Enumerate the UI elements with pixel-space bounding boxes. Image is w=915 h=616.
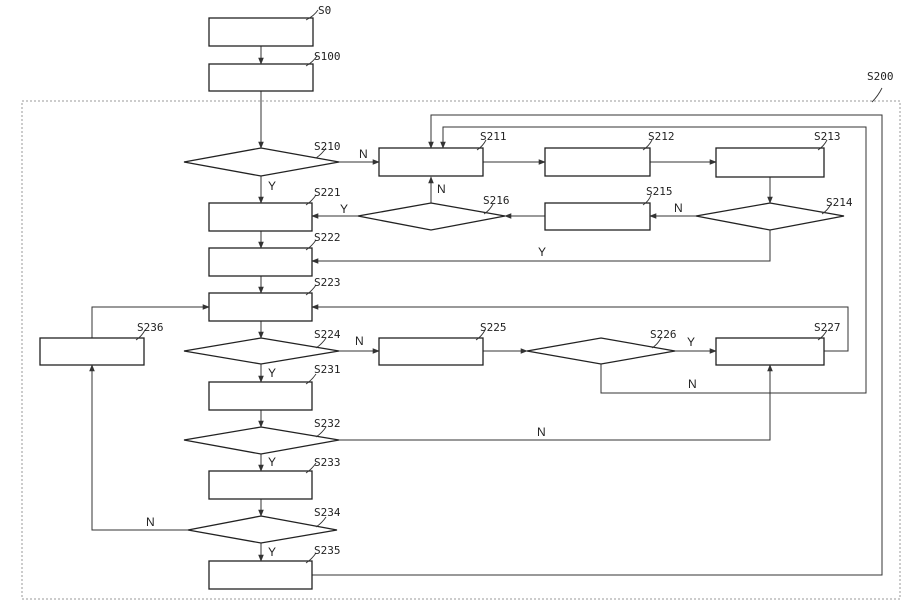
branch-s216-no: N — [437, 182, 446, 196]
diamond-s234 — [188, 516, 337, 543]
box-s235 — [209, 561, 312, 589]
label-s233: S233 — [314, 456, 341, 469]
label-s212: S212 — [648, 130, 675, 143]
branch-s234-no: N — [146, 515, 155, 529]
label-s100: S100 — [314, 50, 341, 63]
box-s0 — [209, 18, 313, 46]
branch-s214-no: N — [674, 201, 683, 215]
box-s236 — [40, 338, 144, 365]
box-s212 — [545, 148, 650, 176]
branch-s224-no: N — [355, 334, 364, 348]
branch-s224-yes: Y — [268, 366, 276, 380]
box-s225 — [379, 338, 483, 365]
process-boxes — [40, 18, 824, 589]
label-s231: S231 — [314, 363, 341, 376]
label-s216: S216 — [483, 194, 510, 207]
label-s225: S225 — [480, 321, 507, 334]
branch-s210-yes: Y — [268, 179, 276, 193]
branch-s226-no: N — [688, 377, 697, 391]
box-s231 — [209, 382, 312, 410]
box-s233 — [209, 471, 312, 499]
diamond-s232 — [184, 427, 339, 454]
label-s214: S214 — [826, 196, 853, 209]
diamond-s224 — [184, 338, 339, 364]
label-s234: S234 — [314, 506, 341, 519]
diamond-s216 — [358, 203, 505, 230]
label-s211: S211 — [480, 130, 507, 143]
label-s223: S223 — [314, 276, 341, 289]
label-s210: S210 — [314, 140, 341, 153]
edge-s234-s236 — [92, 365, 188, 530]
label-s224: S224 — [314, 328, 341, 341]
branch-s210-no: N — [359, 147, 368, 161]
label-s226: S226 — [650, 328, 677, 341]
edge-s232-s227 — [339, 365, 770, 440]
label-s232: S232 — [314, 417, 341, 430]
box-s100 — [209, 64, 313, 91]
diamond-s226 — [527, 338, 675, 364]
box-s227 — [716, 338, 824, 365]
branch-s216-yes: Y — [340, 202, 348, 216]
branch-s232-no: N — [537, 425, 546, 439]
branch-s234-yes: Y — [268, 545, 276, 559]
branch-s226-yes: Y — [687, 335, 695, 349]
label-s222: S222 — [314, 231, 341, 244]
label-s221: S221 — [314, 186, 341, 199]
label-s213: S213 — [814, 130, 841, 143]
label-s200: S200 — [867, 70, 894, 83]
branch-s214-yes: Y — [538, 245, 546, 259]
label-s236: S236 — [137, 321, 164, 334]
box-s221 — [209, 203, 312, 231]
leader-s200 — [872, 88, 882, 102]
label-s227: S227 — [814, 321, 841, 334]
box-s211 — [379, 148, 483, 176]
box-s223 — [209, 293, 312, 321]
diamond-s214 — [696, 203, 844, 230]
label-s235: S235 — [314, 544, 341, 557]
box-s213 — [716, 148, 824, 177]
box-s215 — [545, 203, 650, 230]
label-s215: S215 — [646, 185, 673, 198]
label-s0: S0 — [318, 4, 331, 17]
box-s222 — [209, 248, 312, 276]
branch-s232-yes: Y — [268, 455, 276, 469]
